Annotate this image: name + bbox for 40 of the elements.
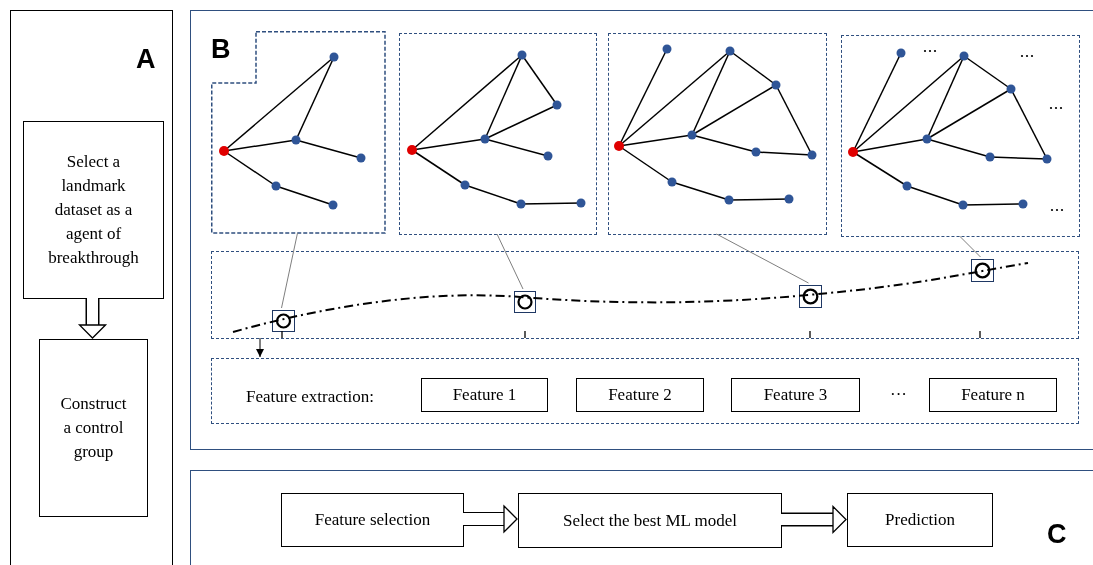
step-text: Select a landmark dataset as a agent of breakthrough [47,151,140,269]
process-box [847,493,993,547]
dashed-frame [211,251,1079,339]
panel-label: C [1047,519,1067,549]
leader-line [716,233,809,284]
process-box [576,378,704,412]
step-text: Select the best ML model [562,509,738,532]
block-arrow [78,298,107,339]
process-box [281,493,464,547]
step-text: Feature n [961,384,1025,406]
panel-frame [190,470,1093,565]
step-text: Construct a control group [59,393,128,463]
block-arrow [463,505,518,533]
panel-label: B [211,34,231,64]
timepoint-marker [272,310,295,332]
arrow [256,337,264,358]
leader-line [281,232,298,309]
process-box [23,121,164,299]
ellipsis: ··· [890,384,907,406]
panel-label: A [136,44,156,74]
step-text: Prediction [885,509,955,531]
process-box [421,378,548,412]
process-box [518,493,782,548]
step-text: Feature 2 [608,384,672,406]
panel-frame [10,10,173,565]
dashed-frame [211,31,386,234]
step-text: Feature 1 [452,384,517,406]
dashed-frame [211,358,1079,424]
leader-line [496,233,524,290]
process-box [39,339,148,517]
process-box [731,378,860,412]
block-arrow [781,505,847,534]
leader-line [959,235,981,258]
timepoint-marker [971,259,994,282]
timepoint-marker [799,285,822,308]
step-text: Feature 3 [763,384,828,406]
step-text: Feature selection [314,509,431,531]
row-label: Feature extraction: [246,386,374,408]
timepoint-marker [514,291,536,313]
process-box [929,378,1057,412]
